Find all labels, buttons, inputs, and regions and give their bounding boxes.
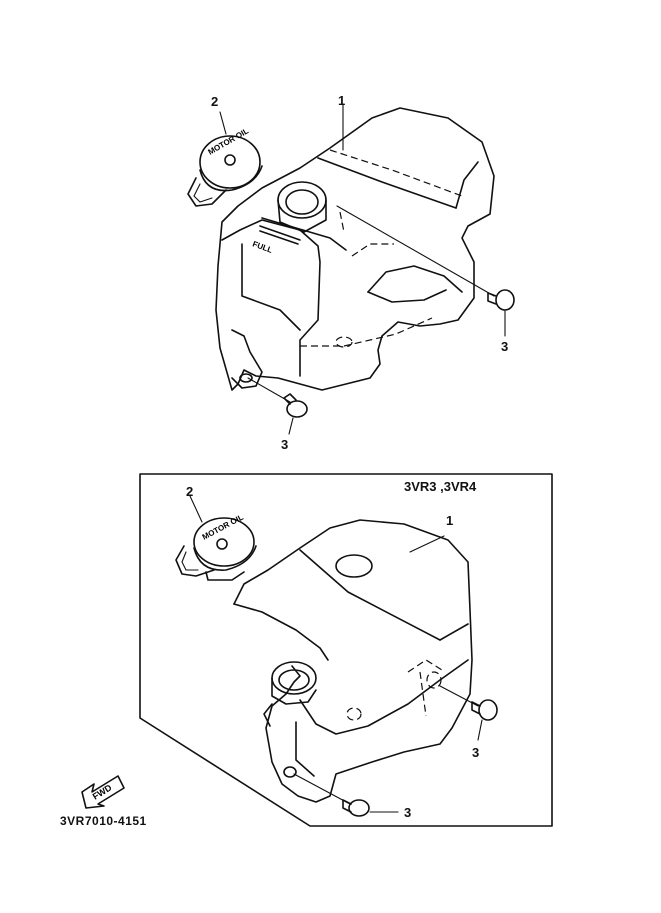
lower-bolt-right <box>471 699 498 721</box>
part-number: 3VR7010-4151 <box>60 814 147 828</box>
lower-leader-2 <box>189 495 203 523</box>
lower-oil-cap: MOTOR OIL <box>175 513 257 581</box>
upper-oil-cap: MOTOR OIL <box>187 126 263 207</box>
upper-callout-3-right: 3 <box>501 339 509 354</box>
upper-leader-3b-tail <box>288 417 294 435</box>
upper-callout-1: 1 <box>338 93 346 108</box>
lower-leader-1 <box>409 535 445 553</box>
upper-leader-2 <box>219 111 227 135</box>
lower-leader-3a-tail <box>477 719 483 741</box>
upper-leader-3a <box>336 205 495 297</box>
lower-cap-text: MOTOR OIL <box>201 513 245 542</box>
lower-leader-3a <box>439 685 479 707</box>
upper-oil-tank: FULL <box>215 107 495 391</box>
fwd-arrow-icon: FWD <box>81 775 125 809</box>
lower-callout-2: 2 <box>186 484 194 499</box>
upper-bolt-bottom <box>283 393 308 418</box>
model-label: 3VR3 ,3VR4 <box>404 479 477 494</box>
upper-callout-3-bottom: 3 <box>281 437 289 452</box>
lower-callout-3-bottom: 3 <box>404 805 412 820</box>
upper-bolt-right <box>487 289 515 311</box>
lower-oil-tank <box>233 519 473 803</box>
lower-assembly-frame <box>139 473 553 827</box>
upper-leader-3b <box>247 377 291 403</box>
lower-callout-1: 1 <box>446 513 454 528</box>
upper-full-mark: FULL <box>251 239 273 254</box>
upper-callout-2: 2 <box>211 94 219 109</box>
upper-cap-text: MOTOR OIL <box>207 126 251 156</box>
lower-callout-3-right: 3 <box>472 745 480 760</box>
lower-leader-3b <box>293 773 351 805</box>
